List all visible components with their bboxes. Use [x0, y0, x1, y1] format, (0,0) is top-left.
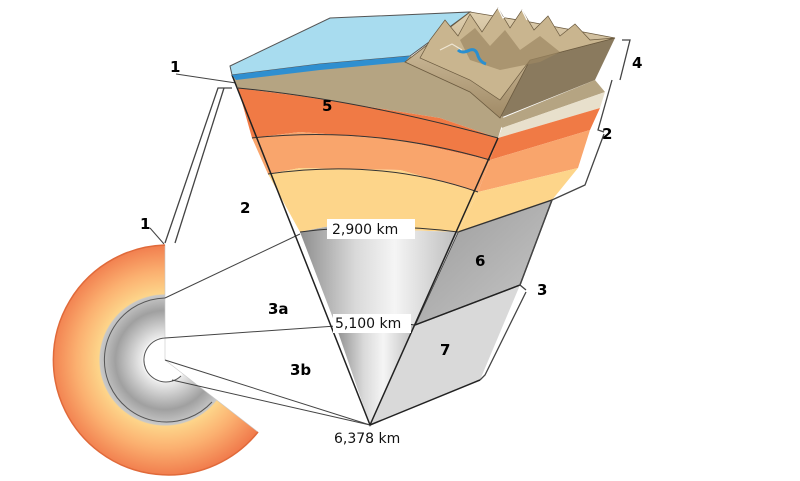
- label-2-left: 2: [240, 199, 250, 217]
- layer-labels: 1 1 2 2 3 3a 3b 4 5 6 7: [140, 54, 642, 379]
- earth-cross-section-disc: [52, 244, 259, 476]
- wedge-side-face: [370, 38, 615, 425]
- guide-lines: [149, 73, 371, 426]
- depth-labels: 2,900 km 5,100 km 6,378 km: [327, 219, 415, 447]
- wedge-front-face: [231, 56, 504, 427]
- depth-core-mantle: 2,900 km: [332, 222, 398, 238]
- label-5: 5: [322, 97, 332, 115]
- surface-top: [229, 7, 616, 119]
- label-3a: 3a: [268, 300, 289, 318]
- river: [456, 48, 487, 66]
- label-1-left: 1: [140, 215, 150, 233]
- label-3: 3: [537, 281, 547, 299]
- label-6: 6: [475, 252, 485, 270]
- label-4: 4: [632, 54, 642, 72]
- label-3b: 3b: [290, 361, 311, 379]
- label-7: 7: [440, 341, 450, 359]
- right-braces: [479, 39, 631, 381]
- label-1-top: 1: [170, 58, 180, 76]
- depth-center: 6,378 km: [334, 431, 400, 447]
- depth-inner-core: 5,100 km: [335, 316, 401, 332]
- label-2-right: 2: [602, 125, 612, 143]
